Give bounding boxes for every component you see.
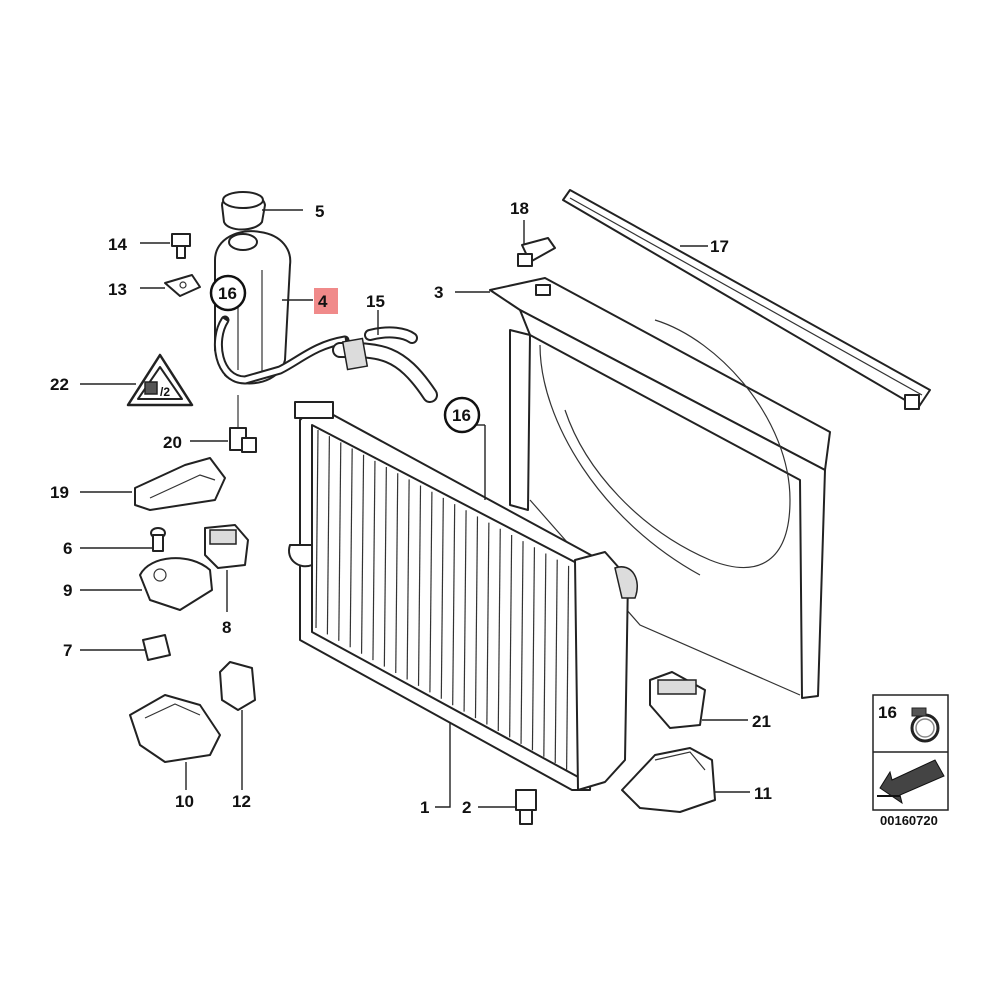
radiator-fin: [497, 528, 501, 731]
mount-9: [139, 557, 213, 611]
callout-3[interactable]: 3: [434, 283, 443, 302]
cover-10: [129, 694, 221, 763]
callout-22[interactable]: 22: [50, 375, 69, 394]
bracket-13: [164, 274, 201, 297]
radiator-fin: [338, 442, 342, 641]
cover-21: [649, 671, 706, 729]
radiator-fin: [429, 491, 433, 693]
radiator: [288, 401, 638, 791]
radiator-fin: [360, 454, 365, 654]
callout-17[interactable]: 17: [710, 237, 729, 256]
leader-lines: [80, 209, 750, 808]
callout-11[interactable]: 11: [754, 784, 772, 803]
radiator-fin: [417, 485, 422, 686]
clip-2: [515, 789, 537, 825]
buffer-12: [219, 661, 256, 711]
expansion-tank: [213, 230, 350, 385]
radiator-fin: [406, 479, 410, 680]
diagram-code: 00160720: [880, 813, 938, 828]
sensor-20: [229, 395, 257, 453]
cap: [221, 191, 266, 231]
legend-callout: 16: [878, 703, 897, 722]
callout-14[interactable]: 14: [108, 235, 127, 254]
nut-7: [142, 634, 171, 661]
callout-21[interactable]: 21: [752, 712, 771, 731]
callout-1[interactable]: 1: [420, 798, 429, 817]
buffer-8: [204, 524, 249, 569]
radiator-fin: [349, 448, 353, 648]
callout-9[interactable]: 9: [63, 581, 72, 600]
callout-7[interactable]: 7: [63, 641, 72, 660]
radiator-fin: [315, 429, 319, 629]
radiator-fin: [520, 541, 524, 744]
highlight-box: [314, 288, 338, 314]
radiator-fin: [440, 497, 444, 699]
radiator-fin: [543, 553, 547, 757]
radiator-fin: [452, 504, 456, 706]
callout-18[interactable]: 18: [510, 199, 529, 218]
bolt-14: [171, 233, 191, 259]
radiator-fin: [383, 467, 387, 667]
arrow-icon: [877, 759, 945, 805]
callout-2[interactable]: 2: [462, 798, 471, 817]
hose: [332, 326, 438, 403]
hose-clamp-icon: [910, 707, 940, 743]
callout-labels: 5 14 13 22 20 19 6 9 7 8 10 12 4 15 3 18…: [50, 199, 772, 817]
rubber-strip: [562, 189, 931, 410]
callout-8[interactable]: 8: [222, 618, 231, 637]
radiator-fin: [463, 510, 467, 712]
radiator-fin: [566, 565, 570, 770]
bracket-19: [134, 457, 226, 511]
callout-6[interactable]: 6: [63, 539, 72, 558]
callout-15[interactable]: 15: [366, 292, 385, 311]
legend-box: 16 00160720: [872, 694, 949, 828]
radiator-fin: [372, 460, 376, 661]
callout-10[interactable]: 10: [175, 792, 194, 811]
radiator-fin: [474, 516, 479, 719]
screw-6: [150, 527, 166, 552]
radiator-fin: [554, 559, 558, 764]
warning-triangle-22: /2: [126, 353, 194, 407]
callout-19[interactable]: 19: [50, 483, 69, 502]
air-duct-11: [621, 747, 716, 813]
callout-16b[interactable]: 16: [452, 406, 471, 425]
callout-5[interactable]: 5: [315, 202, 324, 221]
fan-shroud: [489, 277, 831, 699]
radiator-fin: [531, 547, 536, 751]
svg-text:/2: /2: [160, 385, 170, 399]
radiator-fin: [509, 534, 513, 738]
radiator-fin: [326, 436, 330, 635]
callout-4[interactable]: 4: [318, 292, 328, 311]
callout-12[interactable]: 12: [232, 792, 251, 811]
radiator-fin: [486, 522, 490, 725]
rivet-18: [517, 237, 556, 267]
radiator-fin: [395, 473, 399, 674]
callout-circle-16b: [443, 396, 481, 434]
callout-13[interactable]: 13: [108, 280, 127, 299]
callout-16a[interactable]: 16: [218, 284, 237, 303]
callout-circle-16a: [209, 274, 247, 312]
callout-20[interactable]: 20: [163, 433, 182, 452]
